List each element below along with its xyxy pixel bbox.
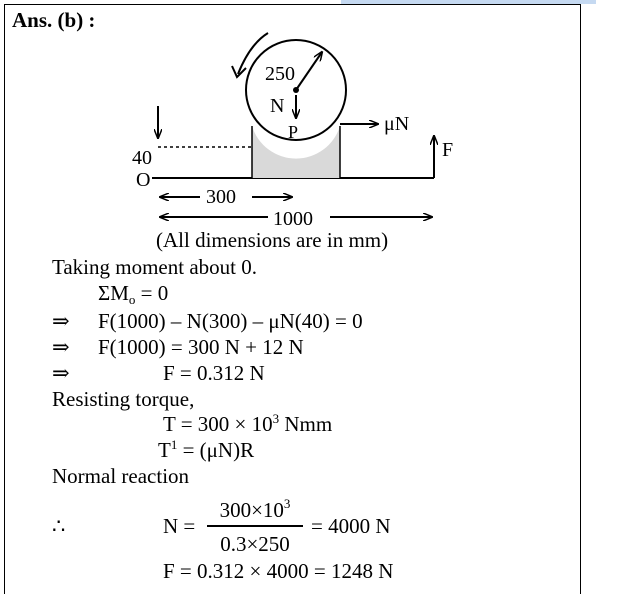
equation-2: F(1000) = 300 N + 12 N <box>98 335 304 359</box>
fraction-denominator: 0.3×250 <box>220 532 290 556</box>
fraction-bar <box>207 525 303 527</box>
label-n: N <box>270 95 284 117</box>
answer-heading: Ans. (b) : <box>12 8 96 32</box>
label-1000: 1000 <box>273 208 313 230</box>
therefore-symbol: ∴ <box>52 514 66 538</box>
dimensions-caption: (All dimensions are in mm) <box>156 228 388 252</box>
rotation-arrow <box>237 32 269 75</box>
answer-frame <box>4 4 581 594</box>
label-300: 300 <box>206 186 236 208</box>
text-resisting-torque: Resisting torque, <box>52 387 195 411</box>
label-p: P <box>288 122 298 142</box>
implies-symbol-3: ⇒ <box>52 361 70 385</box>
equation-sum-moments: ΣMo = 0 <box>98 281 169 307</box>
label-f: F <box>442 139 453 161</box>
label-mun: μN <box>384 113 409 135</box>
equation-final: F = 0.312 × 4000 = 1248 N <box>163 559 394 583</box>
radius-line <box>295 52 322 91</box>
fraction-n: 300×103 0.3×250 <box>205 496 305 558</box>
implies-symbol-1: ⇒ <box>52 309 70 333</box>
brake-shoe <box>252 126 340 178</box>
text-taking-moment: Taking moment about 0. <box>52 255 257 279</box>
equation-torque: T = 300 × 103 Nmm <box>163 411 333 436</box>
implies-symbol-2: ⇒ <box>52 335 70 359</box>
top-accent-bar <box>341 0 596 4</box>
label-40: 40 <box>132 147 152 169</box>
brake-diagram: 250 N P μN F 40 O 300 1000 (All dimensio… <box>132 32 453 252</box>
label-o: O <box>136 169 150 191</box>
equation-1: F(1000) – N(300) – μN(40) = 0 <box>98 309 363 333</box>
label-250: 250 <box>265 63 295 85</box>
equation-n-label: N = <box>163 514 196 538</box>
equation-n-result: = 4000 N <box>311 514 391 538</box>
equation-3: F = 0.312 N <box>163 361 265 385</box>
fraction-numerator: 300×103 <box>219 496 291 522</box>
text-normal-reaction: Normal reaction <box>52 464 190 488</box>
equation-t1: T1 = (μN)R <box>158 437 255 462</box>
